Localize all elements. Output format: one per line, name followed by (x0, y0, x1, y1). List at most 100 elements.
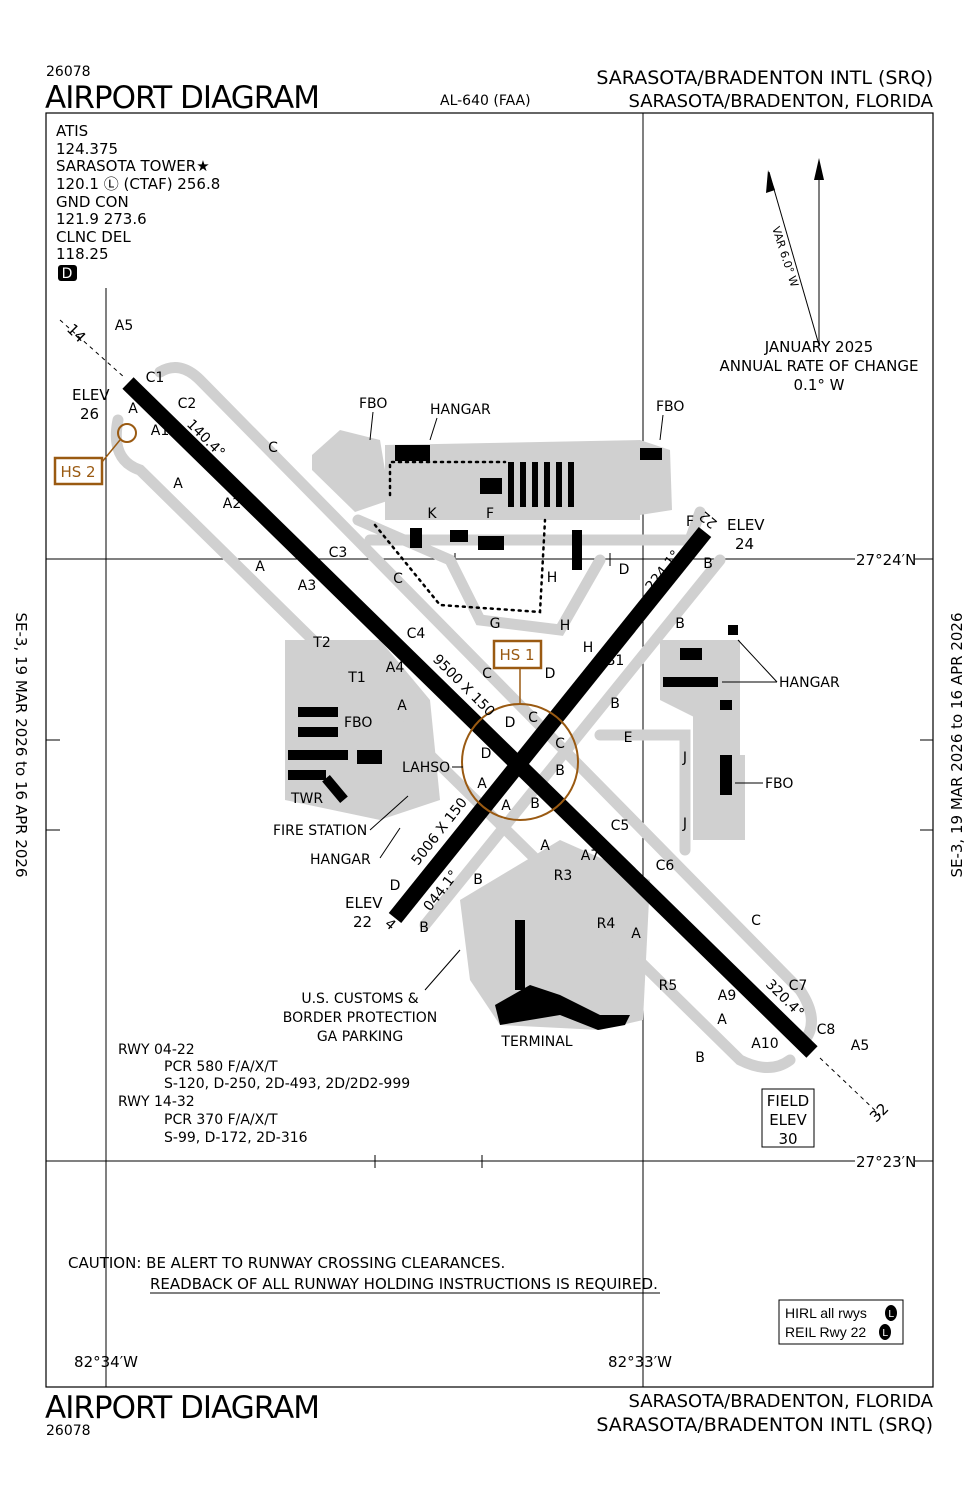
taxiway-label: B (419, 920, 429, 936)
fbo-label: FBO (765, 776, 793, 792)
taxiway-label: B1 (606, 653, 625, 669)
d-symbol: D (62, 266, 73, 282)
runway-04-22 (388, 526, 712, 924)
buildings (288, 445, 738, 1030)
pilot-control-badge: L (888, 1309, 894, 1320)
hangar-label: HANGAR (430, 402, 491, 418)
taxiway-label: T1 (347, 670, 365, 686)
taxiway-label: B (530, 796, 540, 812)
taxiway-label: B (703, 556, 713, 572)
atis-freq: 124.375 (56, 140, 118, 158)
footer-title: AIRPORT DIAGRAM (45, 1390, 319, 1426)
taxiway-label: C3 (329, 545, 348, 561)
runway-14-32 (122, 377, 818, 1058)
taxiway-label: A7 (581, 848, 599, 864)
extended-centerline-32 (819, 1057, 881, 1116)
taxiway-label: C4 (407, 626, 426, 642)
taxiway-label: A (631, 926, 641, 942)
leader-lines (369, 411, 778, 991)
taxiway-label: C2 (178, 396, 197, 412)
taxiway-label: A5 (851, 1038, 869, 1054)
taxiway-label: B (695, 1050, 705, 1066)
customs-label-1: U.S. CUSTOMS & (301, 991, 418, 1007)
rwy-14-32-weights: S-99, D-172, 2D-316 (164, 1130, 308, 1146)
terminal-label: TERMINAL (500, 1034, 572, 1050)
var-rate-label: ANNUAL RATE OF CHANGE (720, 357, 919, 375)
fbo-label: FBO (344, 715, 372, 731)
field-elev: 30 (778, 1130, 797, 1148)
taxiway-label: A2 (223, 496, 241, 512)
tower-label: TWR (290, 791, 323, 807)
taxiway-label: F (686, 514, 694, 530)
elev-label-22: ELEV (727, 516, 765, 534)
taxiway-label: B (610, 696, 620, 712)
clearance-label: CLNC DEL (56, 228, 131, 246)
clearance-freq: 118.25 (56, 245, 109, 263)
taxiway-label: A10 (751, 1036, 778, 1052)
lat-north: 27°24′N (856, 551, 916, 569)
tower-freq: 120.1 Ⓛ (CTAF) 256.8 (56, 175, 220, 193)
taxiway-label: C (751, 913, 761, 929)
taxiway-label: C (393, 571, 403, 587)
lon-west: 82°34′W (74, 1353, 138, 1371)
fbo-label: FBO (656, 399, 684, 415)
field-elev-label-2: ELEV (769, 1111, 807, 1129)
chart-title: AIRPORT DIAGRAM (45, 80, 319, 116)
taxiway-label: B (555, 763, 565, 779)
fire-station-label: FIRE STATION (273, 823, 367, 839)
taxiway-label: R4 (597, 916, 616, 932)
lighting-line-2: REIL Rwy 22 (785, 1324, 866, 1340)
pilot-control-badge-bg (879, 1324, 891, 1340)
elev-label-14: ELEV (72, 386, 110, 404)
ground-freq: 121.9 273.6 (56, 210, 147, 228)
rwy-04-22-weights: S-120, D-250, 2D-493, 2D/2D2-999 (164, 1076, 410, 1092)
var-date: JANUARY 2025 (764, 338, 873, 356)
taxiway-label: G (490, 616, 501, 632)
taxiway-label: B (473, 872, 483, 888)
rwy-04-22-label: RWY 04-22 (118, 1042, 195, 1058)
frequency-block: ATIS 124.375 SARASOTA TOWER★ 120.1 Ⓛ (CT… (56, 122, 220, 282)
footer-chart-number: 26078 (46, 1423, 91, 1439)
taxiway-label: J (682, 816, 687, 832)
taxiway-label: D (390, 878, 401, 894)
taxiway-label: A (477, 776, 487, 792)
taxiway-label: C1 (146, 370, 165, 386)
taxiway-label: A4 (386, 660, 405, 676)
taxiway-label: J (682, 750, 687, 766)
hot-spot-2-circle (117, 423, 137, 443)
lat-south: 27°23′N (856, 1153, 916, 1171)
var-rate: 0.1° W (794, 376, 845, 394)
taxiway-label: D (545, 666, 556, 682)
north-arrow: VAR 6.0° W JANUARY 2025 ANNUAL RATE OF C… (720, 158, 919, 394)
taxiway-label: A1 (151, 423, 169, 439)
lahso-label: LAHSO (402, 760, 450, 776)
hot-spot-1-box[interactable] (492, 639, 543, 670)
procedure-id: AL-640 (FAA) (440, 93, 531, 109)
taxiway-label: A (173, 476, 183, 492)
atis-label: ATIS (56, 122, 88, 140)
taxiway-label: T2 (312, 635, 330, 651)
hangar-label: HANGAR (310, 852, 371, 868)
hot-spot-1-label: HS 1 (499, 646, 534, 664)
taxiway-label: A5 (115, 318, 133, 334)
taxiway-label: C5 (611, 818, 630, 834)
taxiway-label: A (255, 559, 265, 575)
pilot-control-badge: L (882, 1328, 888, 1339)
rwy-04-22-pcr: PCR 580 F/A/X/T (164, 1059, 278, 1075)
taxiway-label: C (268, 440, 278, 456)
taxiway-label: H (583, 640, 594, 656)
taxiway-label: C (555, 736, 565, 752)
taxiway-label: A3 (298, 578, 316, 594)
footer-airport-name: SARASOTA/BRADENTON INTL (SRQ) (596, 1414, 933, 1436)
lon-east: 82°33′W (608, 1353, 672, 1371)
airport-name: SARASOTA/BRADENTON INTL (SRQ) (596, 67, 933, 89)
hangar-label: HANGAR (779, 675, 840, 691)
hot-spot-2-box[interactable] (53, 456, 104, 486)
ground-label: GND CON (56, 193, 129, 211)
taxiway-label: C7 (789, 978, 808, 994)
city-state: SARASOTA/BRADENTON, FLORIDA (628, 91, 933, 112)
taxiway-label: K (427, 506, 437, 522)
taxiway-label: H (560, 618, 571, 634)
taxiway-label: A (397, 698, 407, 714)
